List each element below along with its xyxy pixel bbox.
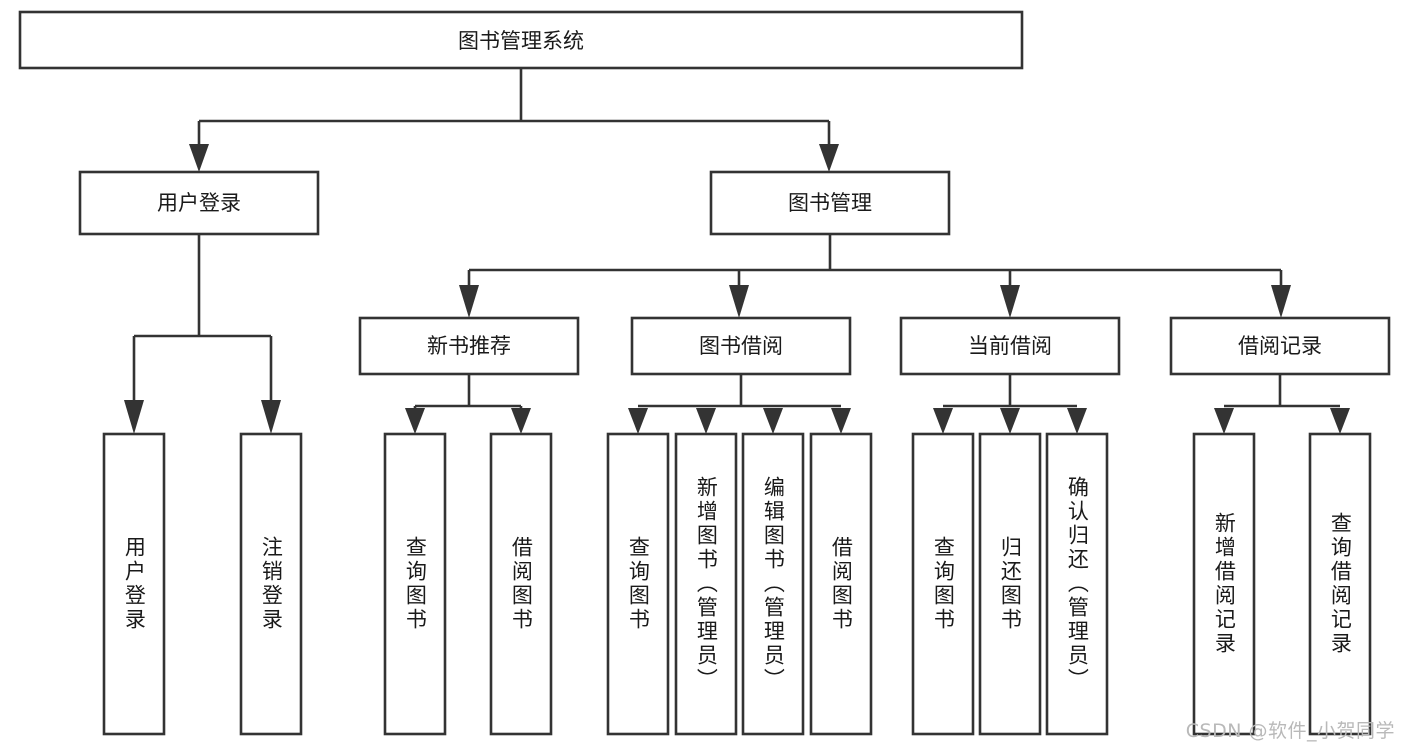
node-user-login-label: 用户登录	[157, 191, 241, 215]
connector-new-book-children	[405, 374, 531, 434]
node-book-manage[interactable]: 图书管理	[709, 170, 951, 236]
arrow-head-icon	[189, 144, 209, 172]
arrow-head-icon	[511, 408, 531, 434]
node-root[interactable]: 图书管理系统	[18, 10, 1024, 70]
leaf-rect-current-borrow-1[interactable]	[978, 432, 1042, 736]
node-book-borrow-label: 图书借阅	[699, 334, 783, 358]
arrow-head-icon	[819, 144, 839, 172]
arrow-head-icon	[1000, 285, 1020, 318]
node-new-book-label: 新书推荐	[427, 334, 511, 358]
connector-current-borrow-children	[933, 374, 1087, 434]
arrow-head-icon	[933, 408, 953, 434]
arrow-head-icon	[1330, 408, 1350, 434]
leaf-rect-borrow-record-0[interactable]	[1192, 432, 1256, 736]
arrow-head-icon	[831, 408, 851, 434]
leaf-rect-current-borrow-0[interactable]	[911, 432, 975, 736]
arrow-head-icon	[729, 285, 749, 318]
node-root-rect[interactable]	[18, 10, 1024, 70]
watermark-text: CSDN @软件_小贺同学	[1185, 720, 1395, 742]
arrow-head-icon	[696, 408, 716, 434]
node-root-label: 图书管理系统	[458, 29, 584, 53]
leaf-rect-book-borrow-1[interactable]	[674, 432, 738, 736]
arrow-head-icon	[405, 408, 425, 434]
arrow-head-icon	[763, 408, 783, 434]
node-current-borrow-label: 当前借阅	[968, 334, 1052, 358]
node-borrow-record-label: 借阅记录	[1238, 334, 1322, 358]
leaf-rect-user-login-0[interactable]	[102, 432, 166, 736]
connector-borrow-record-children	[1214, 374, 1350, 434]
node-current-borrow[interactable]: 当前借阅	[899, 316, 1121, 376]
connector-book-manage-children	[459, 234, 1291, 318]
arrow-head-icon	[1271, 285, 1291, 318]
connector-root-bus	[189, 68, 839, 172]
node-user-login[interactable]: 用户登录	[78, 170, 320, 236]
leaf-rect-book-borrow-3[interactable]	[809, 432, 873, 736]
node-user-login-rect[interactable]	[78, 170, 320, 236]
leaf-rect-new-book-1[interactable]	[489, 432, 553, 736]
leaf-rect-user-login-1[interactable]	[239, 432, 303, 736]
node-new-book-rect[interactable]	[358, 316, 580, 376]
leaf-rect-book-borrow-0[interactable]	[606, 432, 670, 736]
connector-user-login-children	[124, 234, 281, 434]
arrow-head-icon	[1214, 408, 1234, 434]
arrow-head-icon	[1067, 408, 1087, 434]
connector-book-borrow-children	[628, 374, 851, 434]
leaf-rect-current-borrow-2[interactable]	[1045, 432, 1109, 736]
node-book-borrow[interactable]: 图书借阅	[630, 316, 852, 376]
node-book-manage-label: 图书管理	[788, 191, 872, 215]
leaf-rect-book-borrow-2[interactable]	[741, 432, 805, 736]
node-borrow-record[interactable]: 借阅记录	[1169, 316, 1391, 376]
leaf-rect-new-book-0[interactable]	[383, 432, 447, 736]
leaf-rect-borrow-record-1[interactable]	[1308, 432, 1372, 736]
node-current-borrow-rect[interactable]	[899, 316, 1121, 376]
node-new-book[interactable]: 新书推荐	[358, 316, 580, 376]
arrow-head-icon	[261, 400, 281, 434]
arrow-head-icon	[459, 285, 479, 318]
arrow-head-icon	[628, 408, 648, 434]
arrow-head-icon	[124, 400, 144, 434]
arrow-head-icon	[1000, 408, 1020, 434]
